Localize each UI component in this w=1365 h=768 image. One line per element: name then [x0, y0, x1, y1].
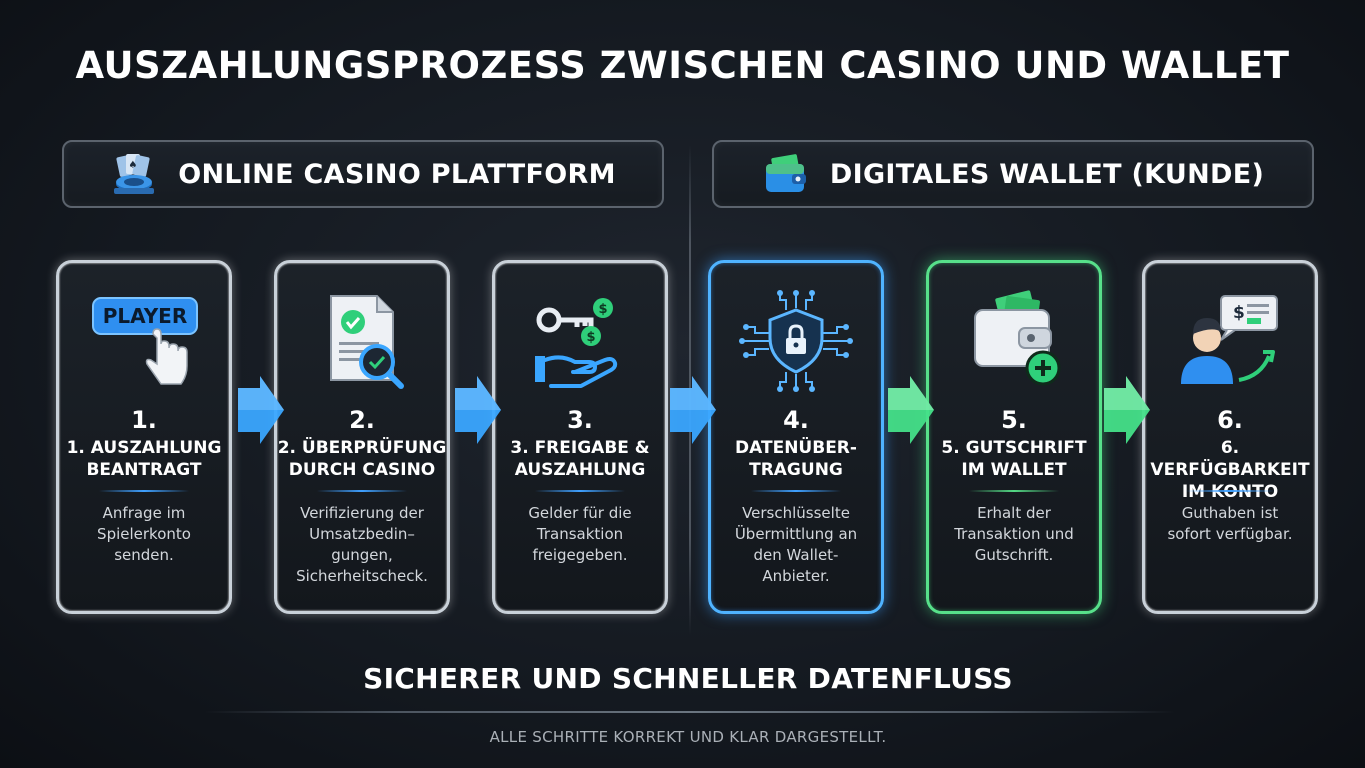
svg-text:$: $: [598, 302, 607, 317]
player-button-text: PLAYER: [103, 304, 188, 328]
svg-text:$: $: [586, 330, 595, 345]
wallet-plus-icon: [974, 290, 1061, 386]
step-number-2: 2.: [349, 406, 375, 434]
flow-arrow-4-5: [888, 376, 934, 444]
step-description-6: Guthaben ist sofort verfügbar.: [1167, 504, 1293, 543]
step-rule-5: [969, 490, 1059, 492]
step-number-6: 6.: [1217, 406, 1243, 434]
step-description-4: Verschlüsselte Übermittlung an den Walle…: [734, 504, 858, 585]
section-label-casino: ONLINE CASINO PLATTFORM: [178, 158, 616, 190]
wallet-icon: [765, 154, 806, 192]
step-rule-2: [317, 490, 407, 492]
page-title: AUSZAHLUNGSPROZESS ZWISCHEN CASINO UND W…: [75, 44, 1290, 87]
step-card-1: PLAYER 1. 1. AUSZAHLUNG BEANTRAGT Anfrag…: [56, 260, 232, 614]
footer-note: ALLE SCHRITTE KORREKT UND KLAR DARGESTEL…: [489, 728, 887, 746]
step-description-1: Anfrage im Spielerkonto senden.: [97, 504, 191, 564]
step-heading-6: 6. VERFÜGBARKEIT IM KONTO: [1150, 438, 1310, 502]
step-heading-2: 2. ÜBERPRÜFUNG DURCH CASINO: [277, 438, 447, 480]
footer-title: SICHERER UND SCHNELLER DATENFLUSS: [363, 662, 1013, 695]
user-money-arrow-icon: $: [1181, 295, 1278, 384]
casino-cards-chips-icon: ♠: [114, 154, 155, 194]
step-number-1: 1.: [131, 406, 157, 434]
section-label-wallet: DIGITALES WALLET (KUNDE): [829, 158, 1265, 190]
step-card-3: $ $ 3. 3. FREIGABE & AUSZAHLUNG Gelder f…: [492, 260, 668, 614]
document-check-magnifier-icon: [330, 295, 404, 389]
step-description-2: Verifizierung der Umsatzbedin– gungen, S…: [296, 504, 428, 585]
flow-arrow-1-2: [238, 376, 284, 444]
step-heading-3: 3. FREIGABE & AUSZAHLUNG: [510, 438, 650, 480]
step-heading-5: 5. GUTSCHRIFT IM WALLET: [941, 438, 1087, 480]
step-card-4: 4. DATENÜBER- TRAGUNG Verschlüsselte Übe…: [708, 260, 884, 614]
step-heading-1: 1. AUSZAHLUNG BEANTRAGT: [66, 438, 222, 480]
footer-divider: [205, 711, 1175, 713]
step-card-2: 2. 2. ÜBERPRÜFUNG DURCH CASINO Verifizie…: [274, 260, 450, 614]
player-button-click-icon: PLAYER: [92, 297, 198, 385]
step-number-4: 4.: [783, 406, 809, 434]
secure-lock-shield-network-icon: [739, 290, 853, 392]
step-description-3: Gelder für die Transaktion freigegeben.: [528, 504, 632, 564]
step-rule-4: [751, 490, 841, 492]
step-card-6: $ 6. 6. VERFÜGBARKEIT IM KONTO Guthaben …: [1142, 260, 1318, 614]
flow-arrow-3-4: [670, 376, 716, 444]
step-description-5: Erhalt der Transaktion und Gutschrift.: [954, 504, 1074, 564]
step-rule-1: [99, 490, 189, 492]
step-heading-4: DATENÜBER- TRAGUNG: [735, 438, 857, 480]
step-number-5: 5.: [1001, 406, 1027, 434]
svg-text:$: $: [1233, 303, 1245, 323]
step-card-5: 5. 5. GUTSCHRIFT IM WALLET Erhalt der Tr…: [926, 260, 1102, 614]
flow-arrow-2-3: [455, 376, 501, 444]
key-hand-money-icon: $ $: [535, 298, 618, 388]
section-header-wallet: DIGITALES WALLET (KUNDE): [712, 140, 1314, 208]
svg-text:♠: ♠: [129, 160, 138, 171]
step-number-3: 3.: [567, 406, 593, 434]
flow-arrow-5-6: [1104, 376, 1150, 444]
step-rule-3: [535, 490, 625, 492]
step-rule-6: [1185, 490, 1275, 492]
section-header-casino: ♠ ONLINE CASINO PLATTFORM: [62, 140, 664, 208]
